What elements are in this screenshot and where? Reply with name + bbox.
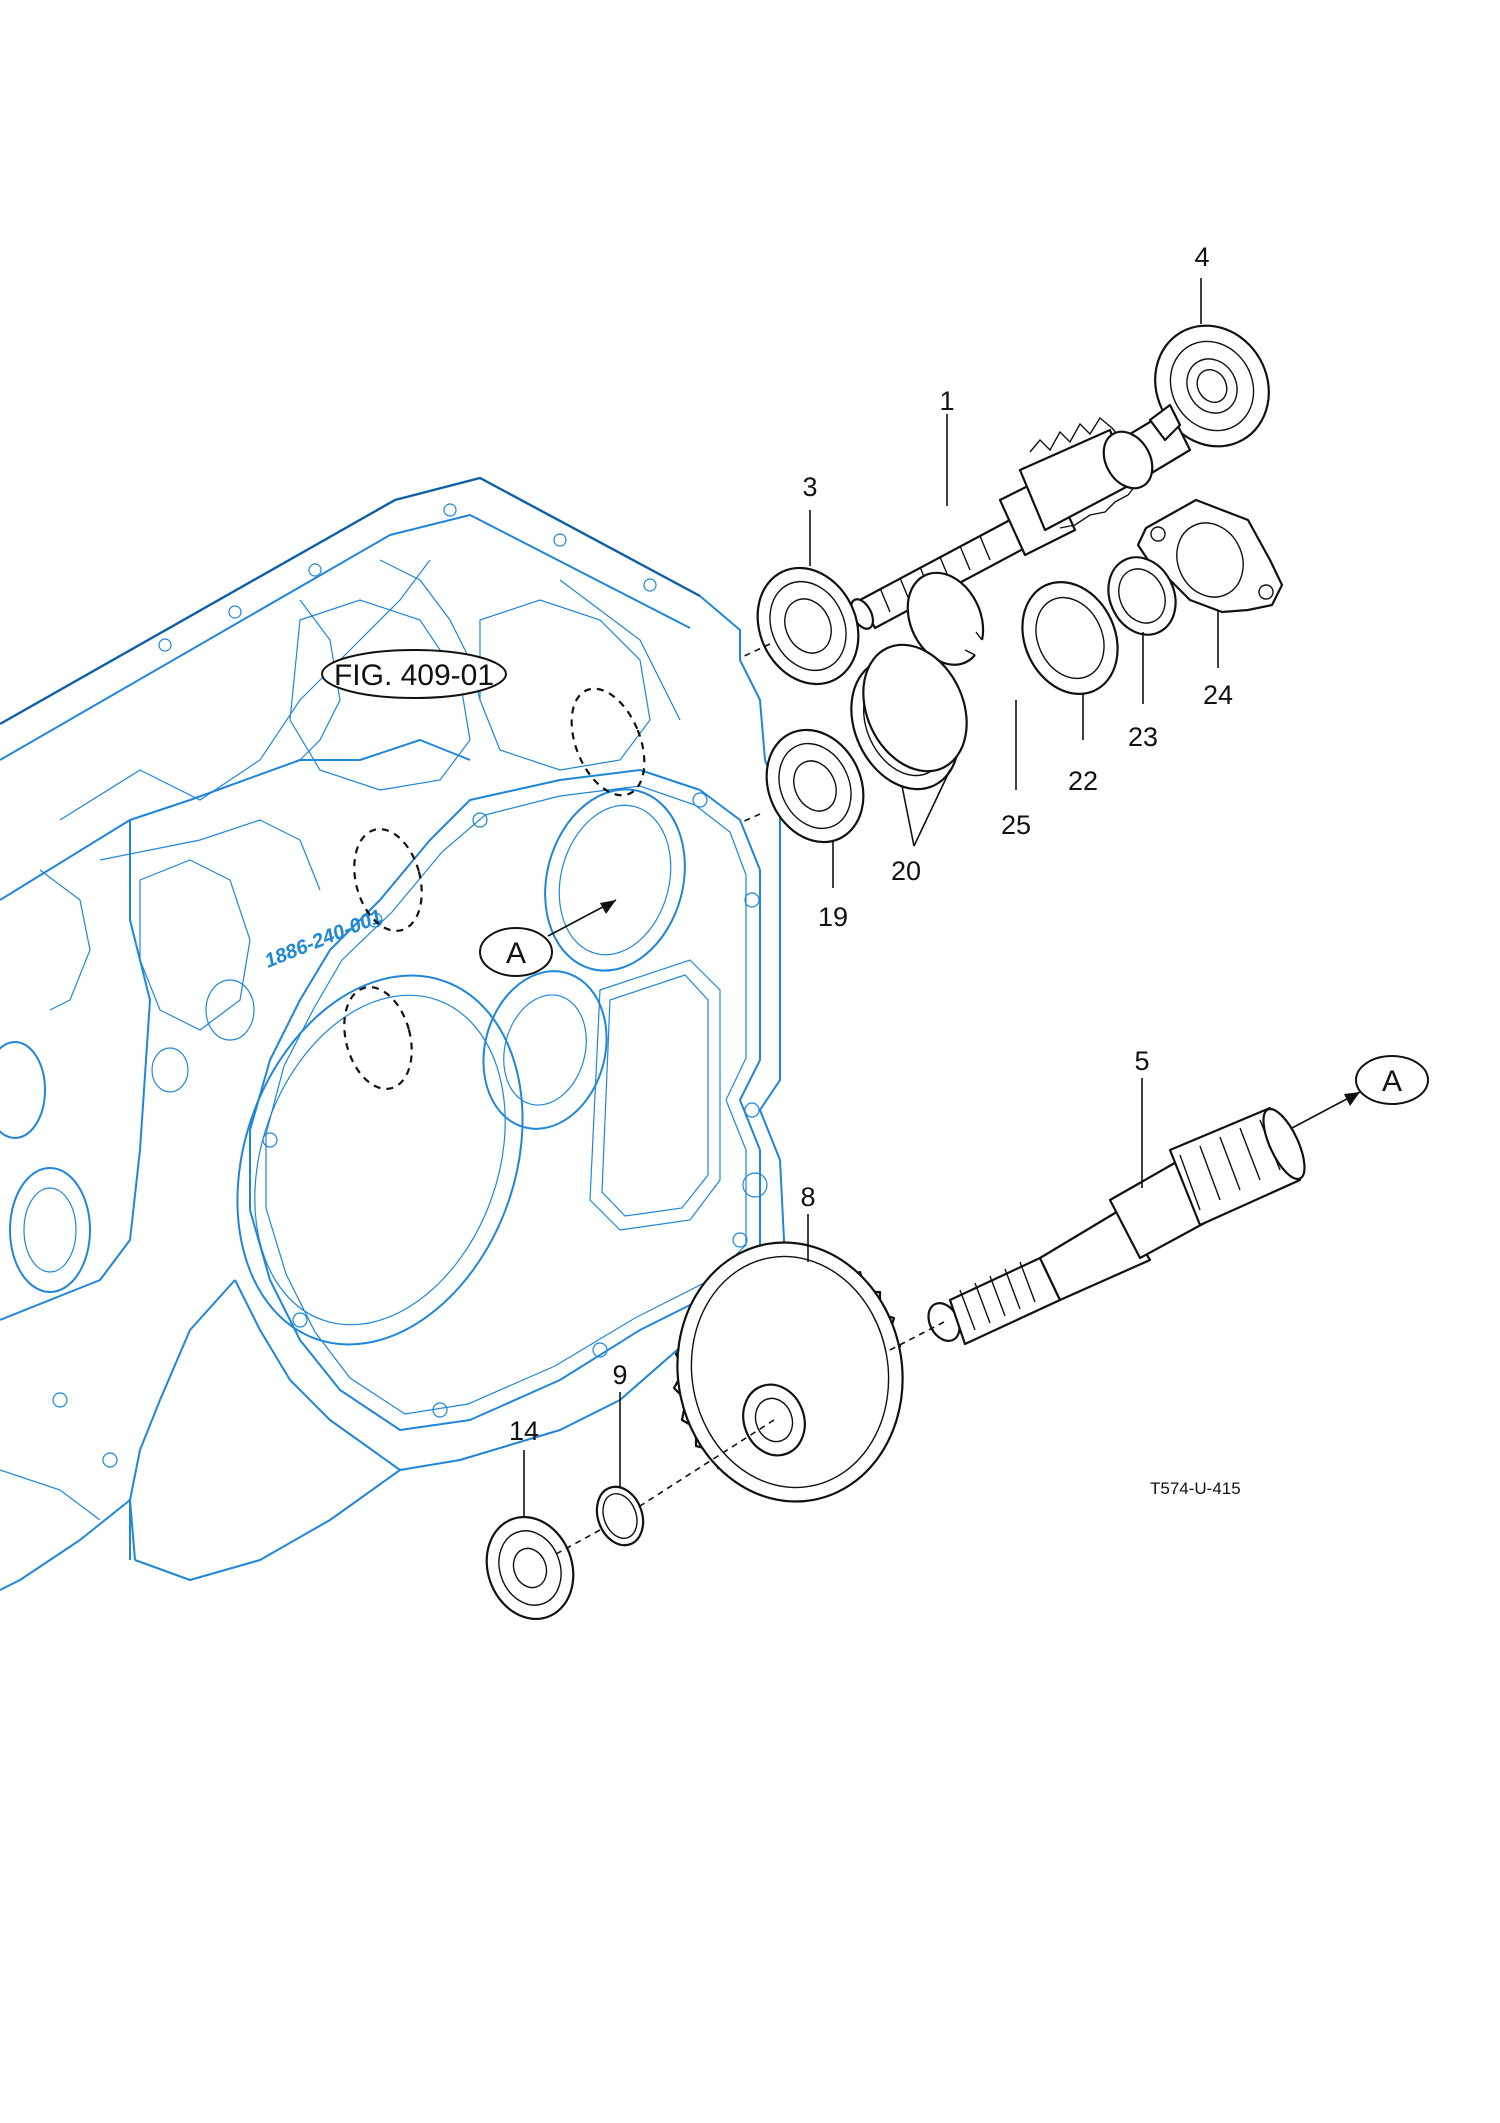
callout-23: 23 [1128,722,1158,752]
part-23-collar[interactable] [1096,546,1188,646]
callout-4: 4 [1194,242,1209,272]
callout-20: 20 [891,856,921,886]
view-marker-housing: A [479,899,617,977]
figure-reference-tag[interactable]: FIG. 409-01 [321,649,507,699]
drawing-code: T574-U-415 [1150,1479,1241,1498]
part-22-oil-seal[interactable] [1005,566,1136,709]
callout-22: 22 [1068,766,1098,796]
callout-24: 24 [1203,680,1233,710]
view-marker-shaft: A [1291,1055,1429,1129]
callout-numbers: 4 1 3 24 23 22 25 20 19 5 8 9 14 [509,242,1233,1446]
callout-5: 5 [1134,1046,1149,1076]
callout-3: 3 [802,472,817,502]
part-9-circlip[interactable] [589,1480,651,1551]
callout-8: 8 [800,1182,815,1212]
part-14-bearing[interactable] [473,1505,588,1631]
assembly-axis-lines [555,643,945,1555]
part-5-output-shaft[interactable] [922,1104,1312,1347]
callout-9: 9 [612,1360,627,1390]
part-20-seal-set[interactable] [831,628,986,807]
callout-25: 25 [1001,810,1031,840]
part-25-snap-ring[interactable] [906,571,985,666]
figure-reference-label: FIG. 409-01 [334,659,494,692]
callout-14: 14 [509,1416,539,1446]
callout-1: 1 [939,386,954,416]
transmission-housing [0,476,786,1591]
view-marker-housing-label: A [506,937,526,970]
part-3-bearing[interactable] [739,551,877,700]
callout-leaders [523,278,1219,1518]
reference-circles [343,687,646,1091]
part-4-bearing[interactable] [1133,305,1290,467]
part-19-bearing[interactable] [749,714,881,858]
callout-19: 19 [818,902,848,932]
part-8-gear[interactable] [657,1225,923,1520]
view-marker-shaft-label: A [1382,1065,1402,1098]
